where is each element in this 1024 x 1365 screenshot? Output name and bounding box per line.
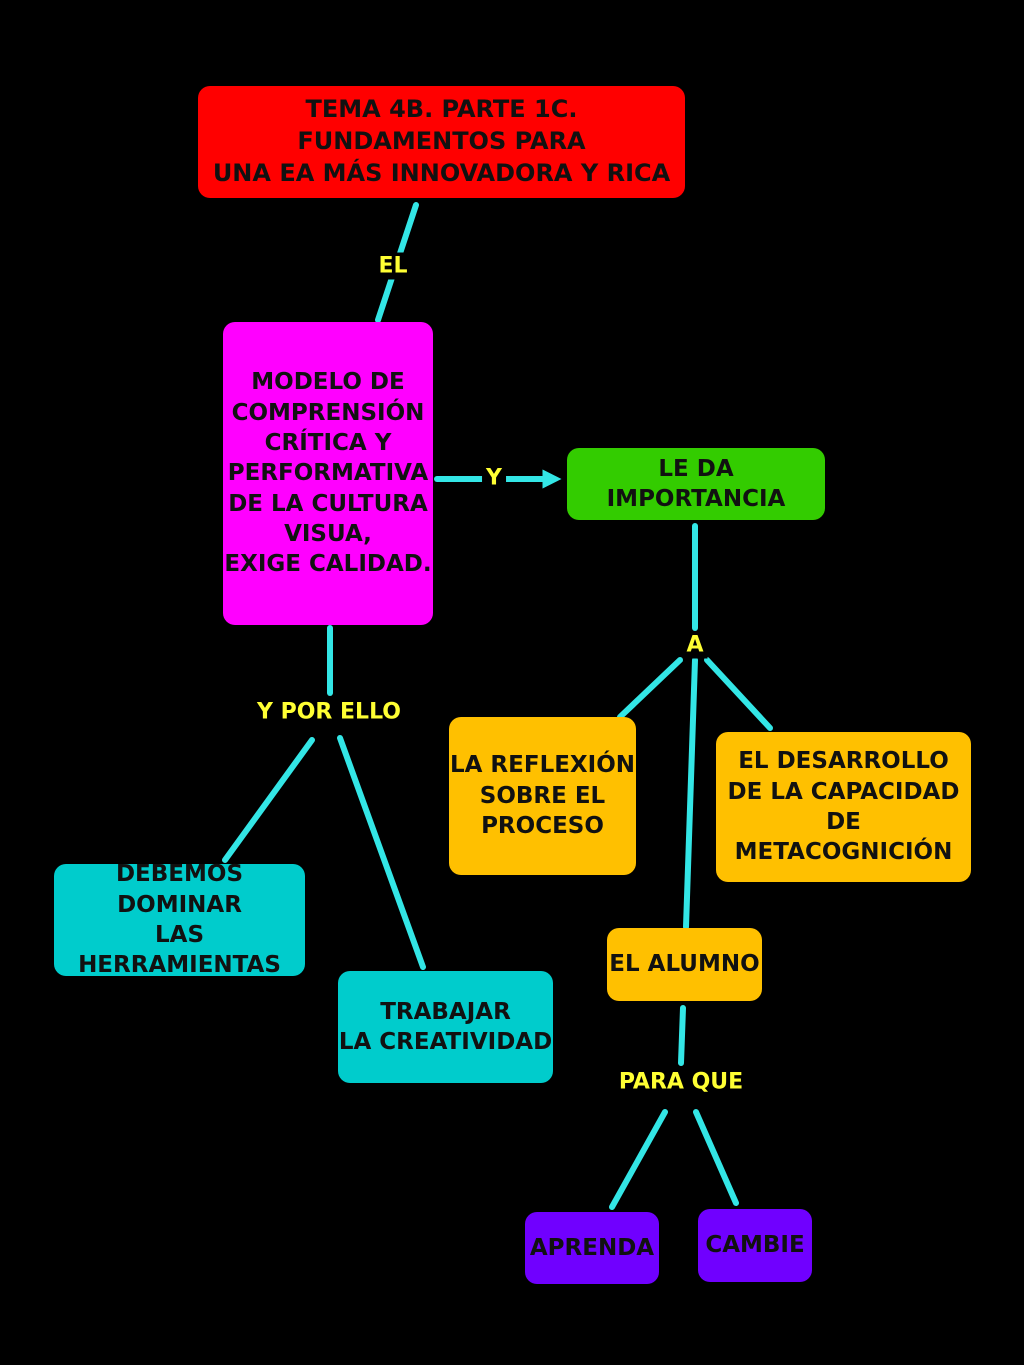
- link-paraque-aprenda: [609, 1109, 668, 1210]
- desarrollo-node: EL DESARROLLO DE LA CAPACIDAD DE METACOG…: [716, 732, 971, 882]
- creatividad-node: TRABAJAR LA CREATIVIDAD: [338, 971, 553, 1083]
- label-y: Y: [482, 464, 506, 492]
- label-el: EL: [374, 252, 412, 280]
- link-a-desarrollo: [704, 657, 773, 731]
- title-node: TEMA 4B. PARTE 1C. FUNDAMENTOS PARA UNA …: [198, 86, 685, 198]
- reflexion-node: LA REFLEXIÓN SOBRE EL PROCESO: [449, 717, 636, 875]
- link-porello-creatividad: [337, 735, 426, 970]
- label-y-por-ello: Y POR ELLO: [253, 698, 405, 726]
- link-a-reflexion: [617, 657, 683, 720]
- alumno-node: EL ALUMNO: [607, 928, 762, 1001]
- link-porello-herramientas: [222, 737, 315, 863]
- aprenda-node: APRENDA: [525, 1212, 659, 1284]
- link-alumno-paraque: [678, 1005, 686, 1066]
- label-a: A: [682, 631, 708, 659]
- importance-node: LE DA IMPORTANCIA: [567, 448, 825, 520]
- model-node: MODELO DE COMPRENSIÓN CRÍTICA Y PERFORMA…: [223, 322, 433, 625]
- label-para-que: PARA QUE: [614, 1068, 748, 1096]
- herramientas-node: DEBEMOS DOMINAR LAS HERRAMIENTAS: [54, 861, 305, 978]
- cambie-node: CAMBIE: [698, 1209, 812, 1282]
- link-a-alumno: [683, 657, 698, 930]
- link-paraque-cambie: [693, 1109, 739, 1206]
